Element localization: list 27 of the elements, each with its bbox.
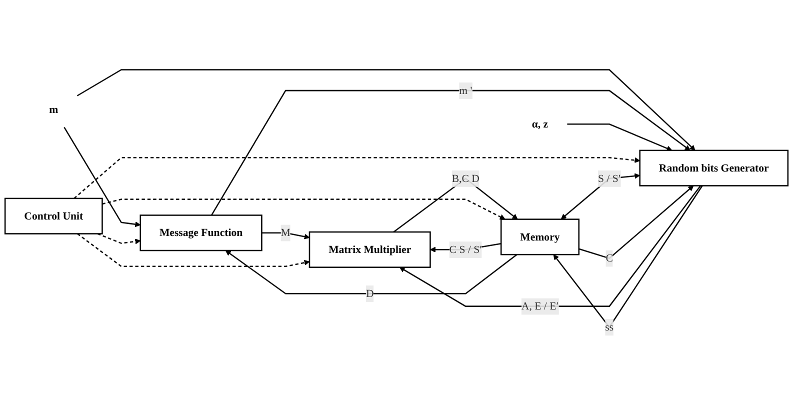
arrow	[210, 90, 690, 216]
arrow	[64, 126, 141, 228]
edge-label: C S / S′	[449, 243, 482, 256]
node-text: m	[49, 103, 58, 116]
edge-label: C	[606, 252, 613, 264]
arrow	[567, 123, 672, 152]
arrow	[97, 233, 141, 244]
arrow	[225, 250, 518, 294]
node-box: Matrix Multiplier	[308, 231, 431, 268]
edge-label: S / S′	[598, 172, 621, 184]
edge-label: M	[280, 226, 290, 239]
node-box: Memory	[500, 218, 580, 256]
edge-label: m '	[459, 84, 472, 96]
edge-label: D	[366, 287, 374, 300]
arrow	[76, 69, 696, 151]
node-text: α, z	[532, 118, 548, 130]
arrow	[578, 185, 694, 260]
edge-label: ss	[605, 320, 614, 334]
node-box: Control Unit	[4, 198, 103, 234]
edge-label: B,C D	[452, 172, 480, 184]
arrow	[102, 198, 506, 220]
node-box: Message Function	[140, 214, 262, 252]
arrow	[560, 173, 640, 220]
arrow	[399, 185, 702, 307]
edge-label: A, E / E′	[521, 300, 559, 312]
arrow	[74, 157, 640, 199]
node-box: Random bits Generator	[639, 150, 789, 186]
